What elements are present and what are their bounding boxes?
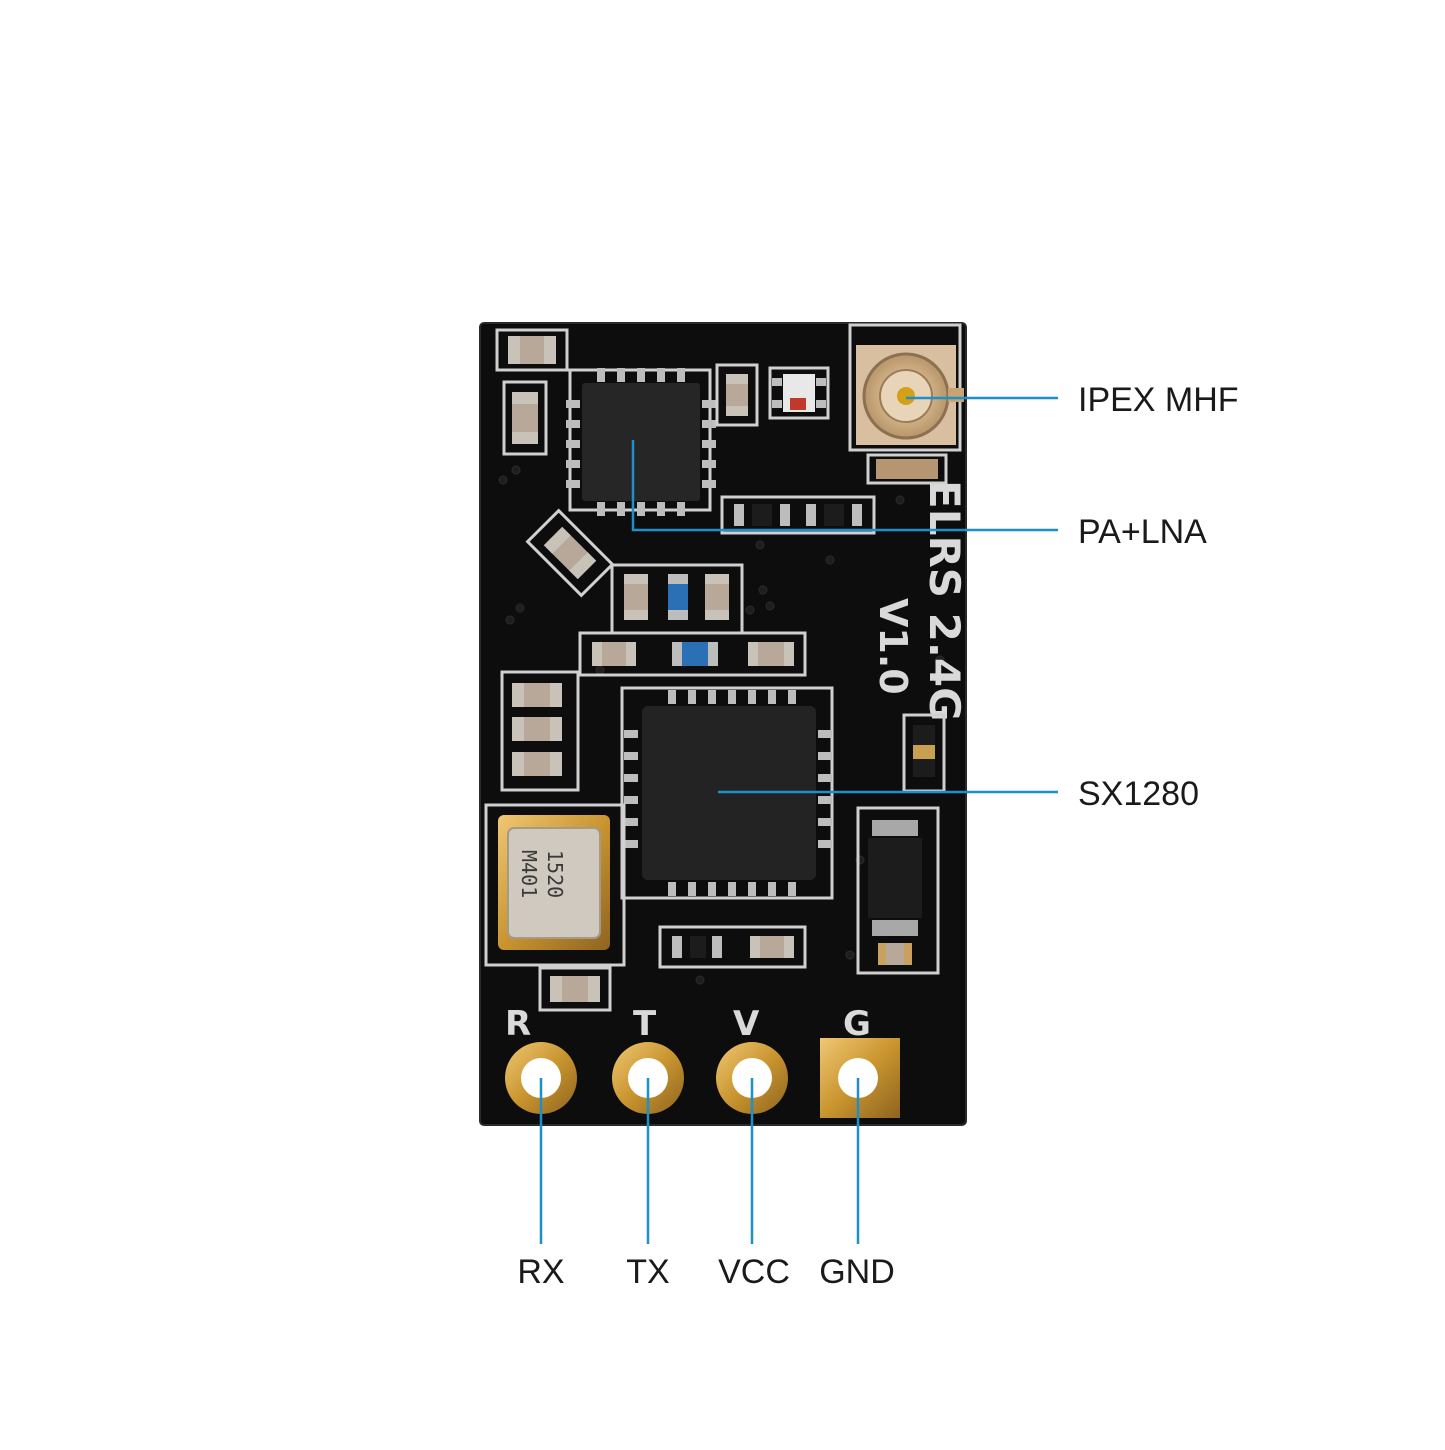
ipex-connector bbox=[848, 323, 964, 485]
crystal-oscillator: 1520 M401 bbox=[484, 803, 626, 967]
silkscreen-title: ELRS 2.4G bbox=[920, 480, 969, 722]
callout-pa-lna-label: PA+LNA bbox=[1078, 513, 1207, 551]
silkscreen-text: ELRS 2.4G V1.0 bbox=[871, 480, 969, 722]
callout-sx1280-label: SX1280 bbox=[1078, 775, 1199, 813]
pad-letter-g: G bbox=[843, 1004, 871, 1044]
pa-lna-chip bbox=[566, 368, 716, 516]
pin-tx-label: TX bbox=[626, 1253, 670, 1291]
left-capacitor-stack bbox=[500, 670, 580, 792]
bottom-left-capacitor bbox=[538, 966, 612, 1012]
silkscreen-version: V1.0 bbox=[871, 598, 915, 695]
middle-passives bbox=[578, 563, 807, 677]
tilted-capacitor bbox=[525, 508, 615, 598]
pad-letters: R T V G bbox=[505, 1004, 871, 1044]
resistor-row-top bbox=[720, 495, 876, 535]
leader-pa-lna bbox=[631, 440, 1058, 532]
top-left-capacitors bbox=[495, 328, 569, 456]
pin-vcc-label: VCC bbox=[718, 1253, 790, 1291]
pad-letter-t: T bbox=[633, 1004, 657, 1044]
top-right-parts bbox=[715, 363, 830, 427]
diode-component bbox=[856, 806, 940, 975]
callout-ipex-label: IPEX MHF bbox=[1078, 381, 1239, 419]
pin-rx-label: RX bbox=[517, 1253, 565, 1291]
crystal-marking-2: M401 bbox=[517, 850, 541, 898]
pad-letter-r: R bbox=[505, 1004, 531, 1044]
resistor-row-bottom bbox=[658, 925, 807, 969]
pad-letter-v: V bbox=[733, 1004, 760, 1044]
pin-gnd-label: GND bbox=[819, 1253, 895, 1291]
leader-lines bbox=[539, 396, 1058, 1244]
pad-gnd bbox=[820, 1038, 900, 1118]
crystal-marking-1: 1520 bbox=[543, 850, 567, 898]
